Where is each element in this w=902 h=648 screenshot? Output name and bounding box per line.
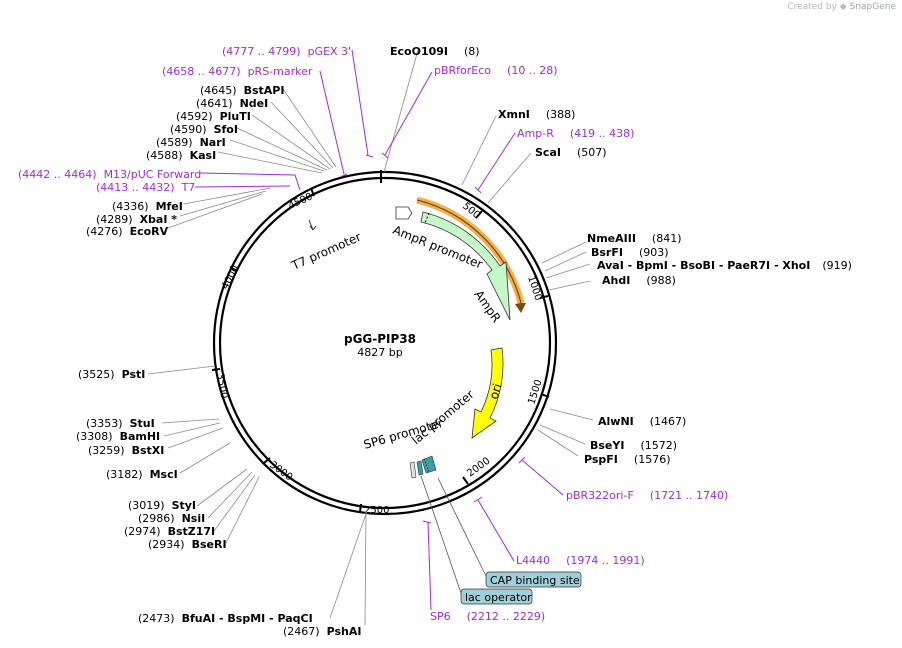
site-bfuai-group: (2473)BfuAI - BspMI - PaqCI xyxy=(138,612,313,625)
primer-prs-marker: (4658 .. 4677)pRS-marker xyxy=(162,65,313,78)
lac-operator-mark xyxy=(421,455,437,474)
site-stui: (3353)StuI xyxy=(86,417,155,430)
cap-binding-site-tag: CAP binding site xyxy=(485,571,582,588)
tick-4000: 4000 xyxy=(220,264,242,292)
tick-4000-label: 4000 xyxy=(220,264,242,292)
primer-amp-r: Amp-R(419 .. 438) xyxy=(517,127,634,140)
primer-pgex3: (4777 .. 4799)pGEX 3' xyxy=(222,45,351,58)
site-bstz17i: (2974)BstZ17I xyxy=(124,525,215,538)
site-xbai: (4289)XbaI * xyxy=(96,213,177,226)
site-ecorv: (4276)EcoRV xyxy=(86,225,169,238)
primer-l4440: L4440(1974 .. 1991) xyxy=(516,554,645,567)
snapgene-credit: Created by ◆ SnapGene xyxy=(787,2,896,12)
primer-pbrforeco: pBRforEco(10 .. 28) xyxy=(434,64,558,77)
backbone-outer-circle xyxy=(212,170,558,516)
site-pspfi: PspFI(1576) xyxy=(584,453,670,466)
tick-3000: 3000 xyxy=(263,457,294,483)
sp6-promoter-arrow xyxy=(409,461,417,479)
site-nsii: (2986)NsiI xyxy=(138,512,205,525)
site-xmni: XmnI(388) xyxy=(498,108,575,121)
lac-operator-label: lac operator xyxy=(465,591,532,604)
lac-promoter-label: lac promoter xyxy=(409,387,477,447)
site-alwni: AlwNI(1467) xyxy=(598,415,686,428)
credit-brand: SnapGene xyxy=(849,2,896,12)
primer-pbr322ori-f: pBR322ori-F(1721 .. 1740) xyxy=(566,489,728,502)
primer-m13-puc-forward: (4442 .. 4464)M13/pUC Forward xyxy=(18,168,201,181)
site-bstapi: (4645)BstAPI xyxy=(200,84,284,97)
site-ahdi: AhdI(988) xyxy=(602,274,676,287)
site-kasi: (4588)KasI xyxy=(146,149,216,162)
site-bseri: (2934)BseRI xyxy=(148,538,227,551)
site-sfoi: (4590)SfoI xyxy=(170,123,238,136)
site-bseyi: BseYI(1572) xyxy=(590,439,677,452)
plasmid-name: pGG-PIP38 xyxy=(344,332,416,346)
site-ecoo109i: EcoO109I(8) xyxy=(390,45,480,58)
ampr-highlight-line xyxy=(416,199,522,304)
credit-prefix: Created by xyxy=(787,2,837,12)
tick-3500: 3500 xyxy=(211,368,229,400)
ampr-highlight-arrowhead xyxy=(515,303,526,313)
site-msci: (3182)MscI xyxy=(106,468,178,481)
site-nmeaiii: NmeAIII(841) xyxy=(587,232,682,245)
cap-binding-site-label: CAP binding site xyxy=(490,574,580,587)
lac-operator-tag: lac operator xyxy=(460,588,533,605)
t7-promoter-label: T7 promoter xyxy=(289,230,364,274)
lac-region-features xyxy=(409,455,437,479)
snapgene-logo-icon: ◆ xyxy=(839,2,847,12)
site-pshai: (2467)PshAI xyxy=(283,625,361,638)
restriction-site-labels: EcoO109I(8) XmnI(388) ScaI(507) NmeAIII(… xyxy=(76,45,852,638)
ampr-start-marker xyxy=(424,212,430,224)
tag-leader-lines xyxy=(420,475,488,597)
tick-2000-label: 2000 xyxy=(465,456,492,480)
site-ndei: (4641)NdeI xyxy=(196,97,268,110)
primer-leader-lines xyxy=(194,49,564,611)
site-styi: (3019)StyI xyxy=(128,499,196,512)
backbone-inner-circle xyxy=(218,176,552,510)
site-nari: (4589)NarI xyxy=(156,136,226,149)
ori-feature-arrow xyxy=(471,347,504,439)
tick-2500: 2500 xyxy=(359,503,389,516)
site-ava-group: AvaI - BpmI - BsoBI - PaeR7I - XhoI(919) xyxy=(597,259,852,272)
tick-3500-label: 3500 xyxy=(214,373,229,400)
site-scai: ScaI(507) xyxy=(535,146,607,159)
site-mfei: (4336)MfeI xyxy=(112,200,183,213)
plasmid-size: 4827 bp xyxy=(357,346,402,359)
site-bstxi: (3259)BstXI xyxy=(88,444,164,457)
primer-sp6: SP6(2212 .. 2229) xyxy=(430,610,545,623)
t7-promoter-arrow xyxy=(308,219,317,231)
primer-labels: (4777 .. 4799)pGEX 3' (4658 .. 4677)pRS-… xyxy=(18,45,728,623)
tick-1000-label: 1000 xyxy=(525,275,543,303)
tick-2500-label: 2500 xyxy=(364,505,389,516)
primer-t7: (4413 .. 4432)T7 xyxy=(96,181,195,194)
ampr-promoter-arrow xyxy=(395,206,413,220)
site-bsrfi: BsrFI(903) xyxy=(591,246,669,259)
site-leader-lines xyxy=(147,49,594,626)
site-pluti: (4592)PluTI xyxy=(176,110,251,123)
ampr-feature-arrow xyxy=(420,211,511,321)
tick-4500: 4500 xyxy=(287,187,315,212)
site-bamhi: (3308)BamHI xyxy=(76,430,160,443)
cap-binding-site-mark xyxy=(416,460,424,476)
site-psti: (3525)PstI xyxy=(78,368,145,381)
ori-label: ori xyxy=(487,382,505,401)
